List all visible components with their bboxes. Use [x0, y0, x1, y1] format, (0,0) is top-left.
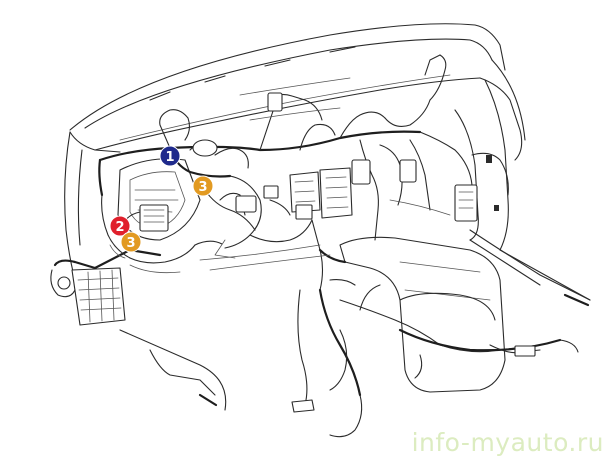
marker-2: 2 [109, 215, 131, 237]
floor-harness [149, 229, 591, 438]
marker-3-upper: 3 [192, 175, 214, 197]
watermark: info-myauto.ru [411, 428, 604, 457]
svg-text:3: 3 [198, 180, 207, 195]
marker-3-lower: 3 [120, 231, 142, 253]
svg-text:3: 3 [126, 236, 135, 251]
dashboard-details [109, 107, 499, 274]
dashboard-outline [64, 23, 591, 411]
center-console [289, 167, 506, 393]
svg-text:2: 2 [115, 220, 124, 235]
svg-text:1: 1 [165, 150, 174, 165]
marker-1: 1 [159, 145, 181, 167]
instrument-cluster [117, 158, 201, 241]
fuse-block [50, 248, 162, 326]
